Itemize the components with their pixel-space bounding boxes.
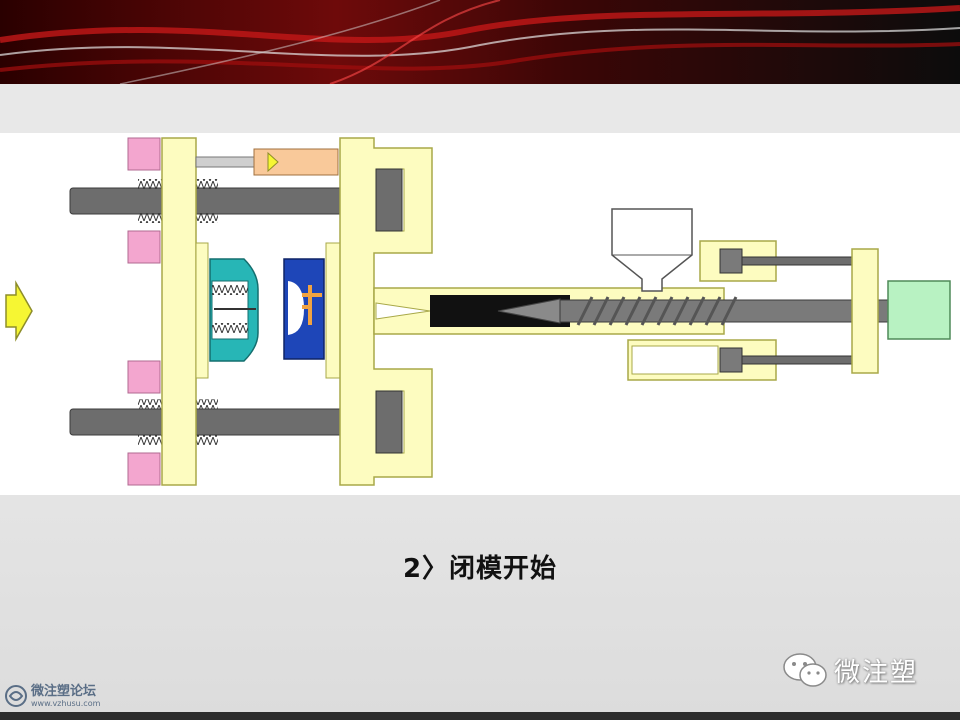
ejector-arrow <box>267 151 279 173</box>
ejector-cylinder <box>253 148 339 176</box>
wechat-watermark-text: 微注塑 <box>834 657 919 688</box>
forum-watermark: 微注塑论坛 www.vzhusu.com <box>4 684 100 708</box>
header-banner <box>0 0 960 84</box>
injection-piston-bottom <box>719 347 743 373</box>
nut-bottom-1 <box>127 360 161 394</box>
tie-bar-top <box>69 187 381 215</box>
mold-core-spring-2 <box>212 323 248 333</box>
forum-watermark-url: www.vzhusu.com <box>31 698 101 708</box>
diagram-panel <box>0 133 960 495</box>
stationary-platen-plate <box>325 242 341 379</box>
moving-platen <box>161 137 197 486</box>
bottom-bar <box>0 712 960 720</box>
nut-bottom-2 <box>127 452 161 486</box>
forum-logo-icon <box>5 685 27 707</box>
nozzle <box>375 302 431 320</box>
injection-cylinder-bottom-chamber <box>631 345 719 375</box>
stationary-platen <box>339 137 433 486</box>
nut-top-2 <box>127 230 161 264</box>
runner-gate <box>302 305 310 309</box>
ejector-rod <box>195 156 257 168</box>
injection-piston-top <box>719 248 743 274</box>
tie-bar-bottom <box>69 408 381 436</box>
forum-watermark-name: 微注塑论坛 <box>31 683 97 699</box>
injection-molding-machine-diagram <box>5 137 951 486</box>
mold-cavity <box>288 281 304 335</box>
moving-platen-inner <box>195 242 209 379</box>
tie-bar-end-top <box>375 168 403 232</box>
wechat-icon <box>783 653 827 687</box>
hopper <box>611 208 693 292</box>
screw-drive-motor <box>887 280 951 340</box>
injection-rear-plate <box>851 248 879 374</box>
mold-core-spring-1 <box>212 285 248 295</box>
closing-direction-arrow <box>5 280 33 342</box>
screw-flights <box>576 296 738 326</box>
slide-caption: 2〉闭模开始 <box>402 554 558 584</box>
injection-rod-bottom <box>741 355 853 365</box>
nut-top-1 <box>127 137 161 171</box>
tie-bar-end-bottom <box>375 390 403 454</box>
injection-rod-top <box>741 256 853 266</box>
wechat-watermark: 微注塑 <box>782 650 918 690</box>
